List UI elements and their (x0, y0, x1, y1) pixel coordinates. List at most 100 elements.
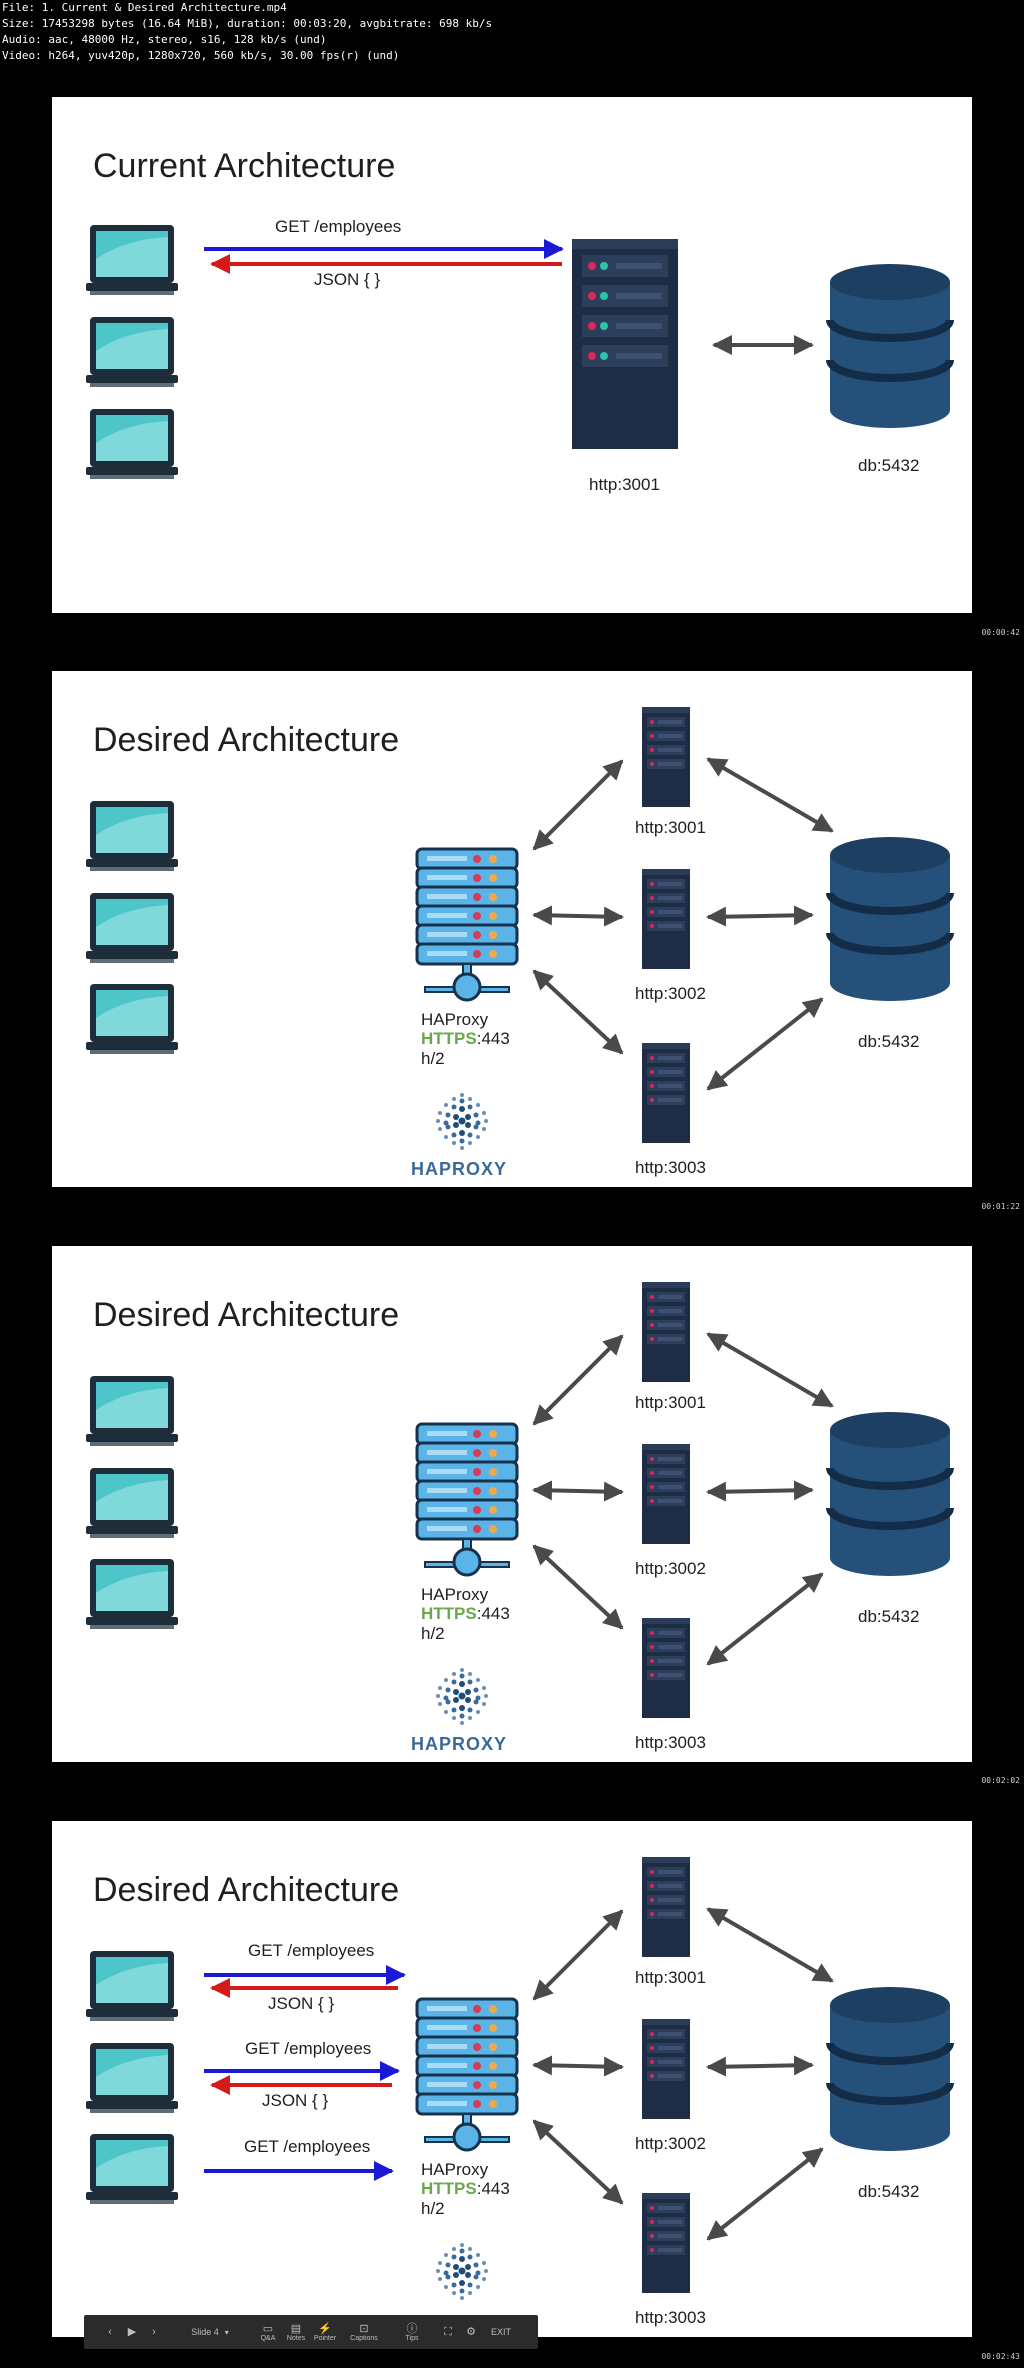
proxy-server1-arrow (532, 1334, 624, 1426)
chevron-right-icon: › (152, 2326, 156, 2338)
notes-label: Notes (286, 2334, 306, 2342)
timestamp: 00:01:22 (981, 1202, 1020, 1211)
slide-desired-architecture: Desired Architecture http:3001 http:3002… (52, 671, 972, 1187)
video-info-line: Video: h264, yuv420p, 1280x720, 560 kb/s… (2, 49, 400, 62)
database-icon (830, 837, 950, 1001)
info-icon: ⓘ (406, 2322, 418, 2335)
laptop-icon (86, 2134, 178, 2204)
server1-label: http:3001 (635, 818, 706, 837)
audio-info-line: Audio: aac, 48000 Hz, stereo, s16, 128 k… (2, 33, 327, 46)
play-button[interactable]: ▶ (124, 2315, 140, 2349)
desired-architecture-diagram (86, 1282, 972, 1725)
response-label: JSON { } (314, 270, 381, 289)
proxy-server3-arrow (532, 969, 624, 1055)
proxy-name-label: HAProxy (421, 1010, 489, 1029)
slide-title: Desired Architecture (93, 1296, 400, 1334)
slide-selector[interactable]: Slide 4 ▾ (180, 2315, 240, 2349)
next-button[interactable]: › (146, 2315, 162, 2349)
laptop-icon (86, 1376, 178, 1446)
server2-label: http:3002 (635, 1559, 706, 1578)
qa-label: Q&A (260, 2334, 276, 2342)
proxy-server1-arrow (532, 759, 624, 851)
slide-desired-architecture: Desired Architecture http:3001 http:3002… (52, 1246, 972, 1762)
server3-label: http:3003 (635, 1158, 706, 1177)
server-icon (642, 869, 690, 969)
current-architecture-diagram (86, 225, 972, 479)
proxy-protocol-label: h/2 (421, 1049, 445, 1068)
request-label: GET /employees (244, 2137, 371, 2156)
fullscreen-icon: ⛶ (444, 2326, 452, 2338)
timestamp: 00:02:02 (981, 1776, 1020, 1785)
settings-button[interactable]: ⚙ (462, 2315, 480, 2349)
play-icon: ▶ (127, 2326, 137, 2338)
laser-pointer-icon: ⚡ (318, 2322, 332, 2335)
exit-button[interactable]: EXIT (488, 2315, 514, 2349)
server2-db-arrow (706, 2055, 814, 2077)
response-label: JSON { } (268, 1994, 335, 2013)
fullscreen-button[interactable]: ⛶ (440, 2315, 456, 2349)
proxy-server3-arrow (532, 2119, 624, 2205)
database-icon (830, 1987, 950, 2151)
server-icon (572, 239, 678, 449)
database-icon (830, 264, 950, 428)
haproxy-logo-icon (436, 1093, 488, 1150)
captions-label: Captions (350, 2334, 378, 2342)
server3-label: http:3003 (635, 1733, 706, 1752)
laptop-icon (86, 2043, 178, 2113)
captions-button[interactable]: ⊡Captions (346, 2315, 382, 2349)
request-label: GET /employees (275, 217, 402, 236)
proxy-name-label: HAProxy (421, 1585, 489, 1604)
db-label: db:5432 (858, 456, 920, 475)
pointer-button[interactable]: ⚡Pointer (312, 2315, 338, 2349)
laptop-icon (86, 1468, 178, 1538)
proxy-server2-arrow (532, 1480, 624, 1502)
server-icon (642, 1444, 690, 1544)
response-label: JSON { } (262, 2091, 329, 2110)
chevron-down-icon: ▾ (224, 2327, 229, 2337)
laptop-icon (86, 409, 178, 479)
haproxy-server-icon (415, 1422, 519, 1577)
server-icon (642, 2193, 690, 2293)
laptop-icon (86, 1559, 178, 1629)
proxy-port-label: HTTPS:443 (421, 1029, 510, 1048)
database-icon (830, 1412, 950, 1576)
server1-label: http:3001 (635, 1393, 706, 1412)
notes-icon: ▤ (290, 2322, 302, 2335)
slide-title: Desired Architecture (93, 721, 400, 759)
desired-architecture-diagram (86, 1857, 972, 2300)
file-name-line: File: 1. Current & Desired Architecture.… (2, 1, 287, 14)
haproxy-logo-icon (436, 1668, 488, 1725)
laptop-icon (86, 801, 178, 871)
slide-number-label: Slide 4 (191, 2327, 219, 2337)
server-icon (642, 707, 690, 807)
timestamp: 00:00:42 (981, 628, 1020, 637)
server3-db-arrow (706, 1572, 824, 1666)
slide-desired-architecture-requests: Desired Architecture GET /employees JSON… (52, 1821, 972, 2337)
request-label: GET /employees (245, 2039, 372, 2058)
db-label: db:5432 (858, 1032, 920, 1051)
proxy-port-label: HTTPS:443 (421, 1604, 510, 1623)
notes-button[interactable]: ▤Notes (284, 2315, 308, 2349)
slide-current-architecture: Current Architecture GET /employees JSON… (52, 97, 972, 613)
request-label: GET /employees (248, 1941, 375, 1960)
server1-db-arrow (706, 757, 834, 833)
haproxy-logo-icon (436, 2243, 488, 2300)
laptop-icon (86, 1951, 178, 2021)
chat-icon: ▭ (262, 2322, 274, 2335)
qa-button[interactable]: ▭Q&A (256, 2315, 280, 2349)
proxy-server2-arrow (532, 905, 624, 927)
server-icon (642, 1618, 690, 1718)
exit-label: EXIT (490, 2327, 511, 2337)
server-label: http:3001 (589, 475, 660, 494)
laptop-icon (86, 225, 178, 295)
haproxy-logo-text: HAPROXY (411, 1734, 508, 1754)
laptop-icon (86, 893, 178, 963)
server2-db-arrow (706, 1480, 814, 1502)
file-size-line: Size: 17453298 bytes (16.64 MiB), durati… (2, 17, 493, 30)
server-icon (642, 1043, 690, 1143)
proxy-name-label: HAProxy (421, 2160, 489, 2179)
server-icon (642, 2019, 690, 2119)
server2-label: http:3002 (635, 2134, 706, 2153)
previous-button[interactable]: ‹ (102, 2315, 118, 2349)
